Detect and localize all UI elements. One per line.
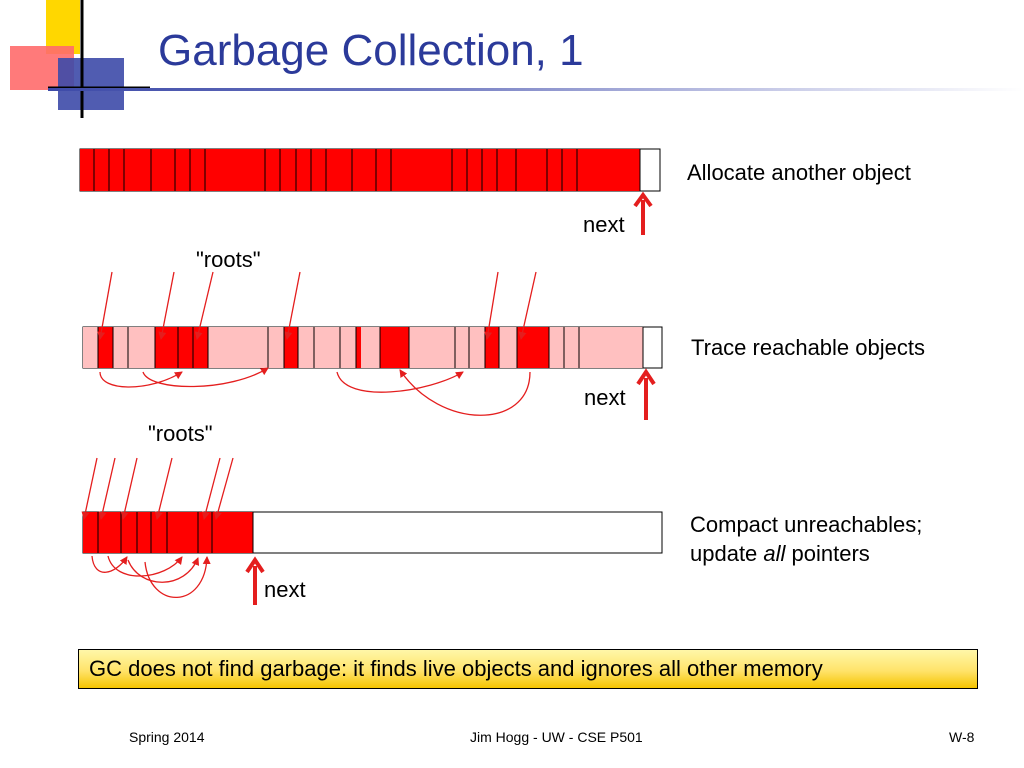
compacted-live-objects: [83, 512, 253, 553]
row3-caption-line1: Compact unreachables;: [690, 512, 923, 537]
row3-next-label: next: [264, 577, 306, 602]
callout-box: GC does not find garbage: it finds live …: [78, 649, 978, 689]
object-dividers: [97, 512, 254, 553]
row3-roots-label: "roots": [148, 421, 213, 446]
row2-roots-label: "roots": [196, 247, 261, 272]
logo-blue-square: [58, 58, 124, 110]
object-dividers: [97, 327, 644, 368]
footer-date: Spring 2014: [129, 729, 205, 745]
row1-caption: Allocate another object: [687, 160, 911, 185]
object-dividers: [93, 149, 641, 191]
root-arrows: [81, 457, 234, 520]
title-underline: [48, 88, 1023, 91]
root-arrows: [97, 271, 537, 340]
heap-row-compact: [81, 457, 663, 605]
next-pointer-arrowhead: [636, 368, 656, 386]
footer-author: Jim Hogg - UW - CSE P501: [470, 729, 643, 745]
reference-arrows: [99, 367, 531, 416]
row2-caption: Trace reachable objects: [691, 335, 925, 360]
logo-yellow-square: [46, 0, 80, 54]
heap-row-trace: [82, 271, 663, 420]
row2-next-label: next: [584, 385, 626, 410]
next-pointer-arrowhead: [633, 191, 653, 208]
heap-row-allocate: [79, 148, 661, 235]
footer-slide-number: W-8: [949, 729, 975, 745]
row1-next-label: next: [583, 212, 625, 237]
updated-reference-arrows: [91, 555, 211, 598]
allocated-region: [80, 149, 640, 191]
next-pointer-arrowhead: [245, 556, 265, 574]
row3-caption-line2: update all pointers: [690, 541, 870, 566]
slide-title: Garbage Collection, 1: [158, 26, 584, 75]
